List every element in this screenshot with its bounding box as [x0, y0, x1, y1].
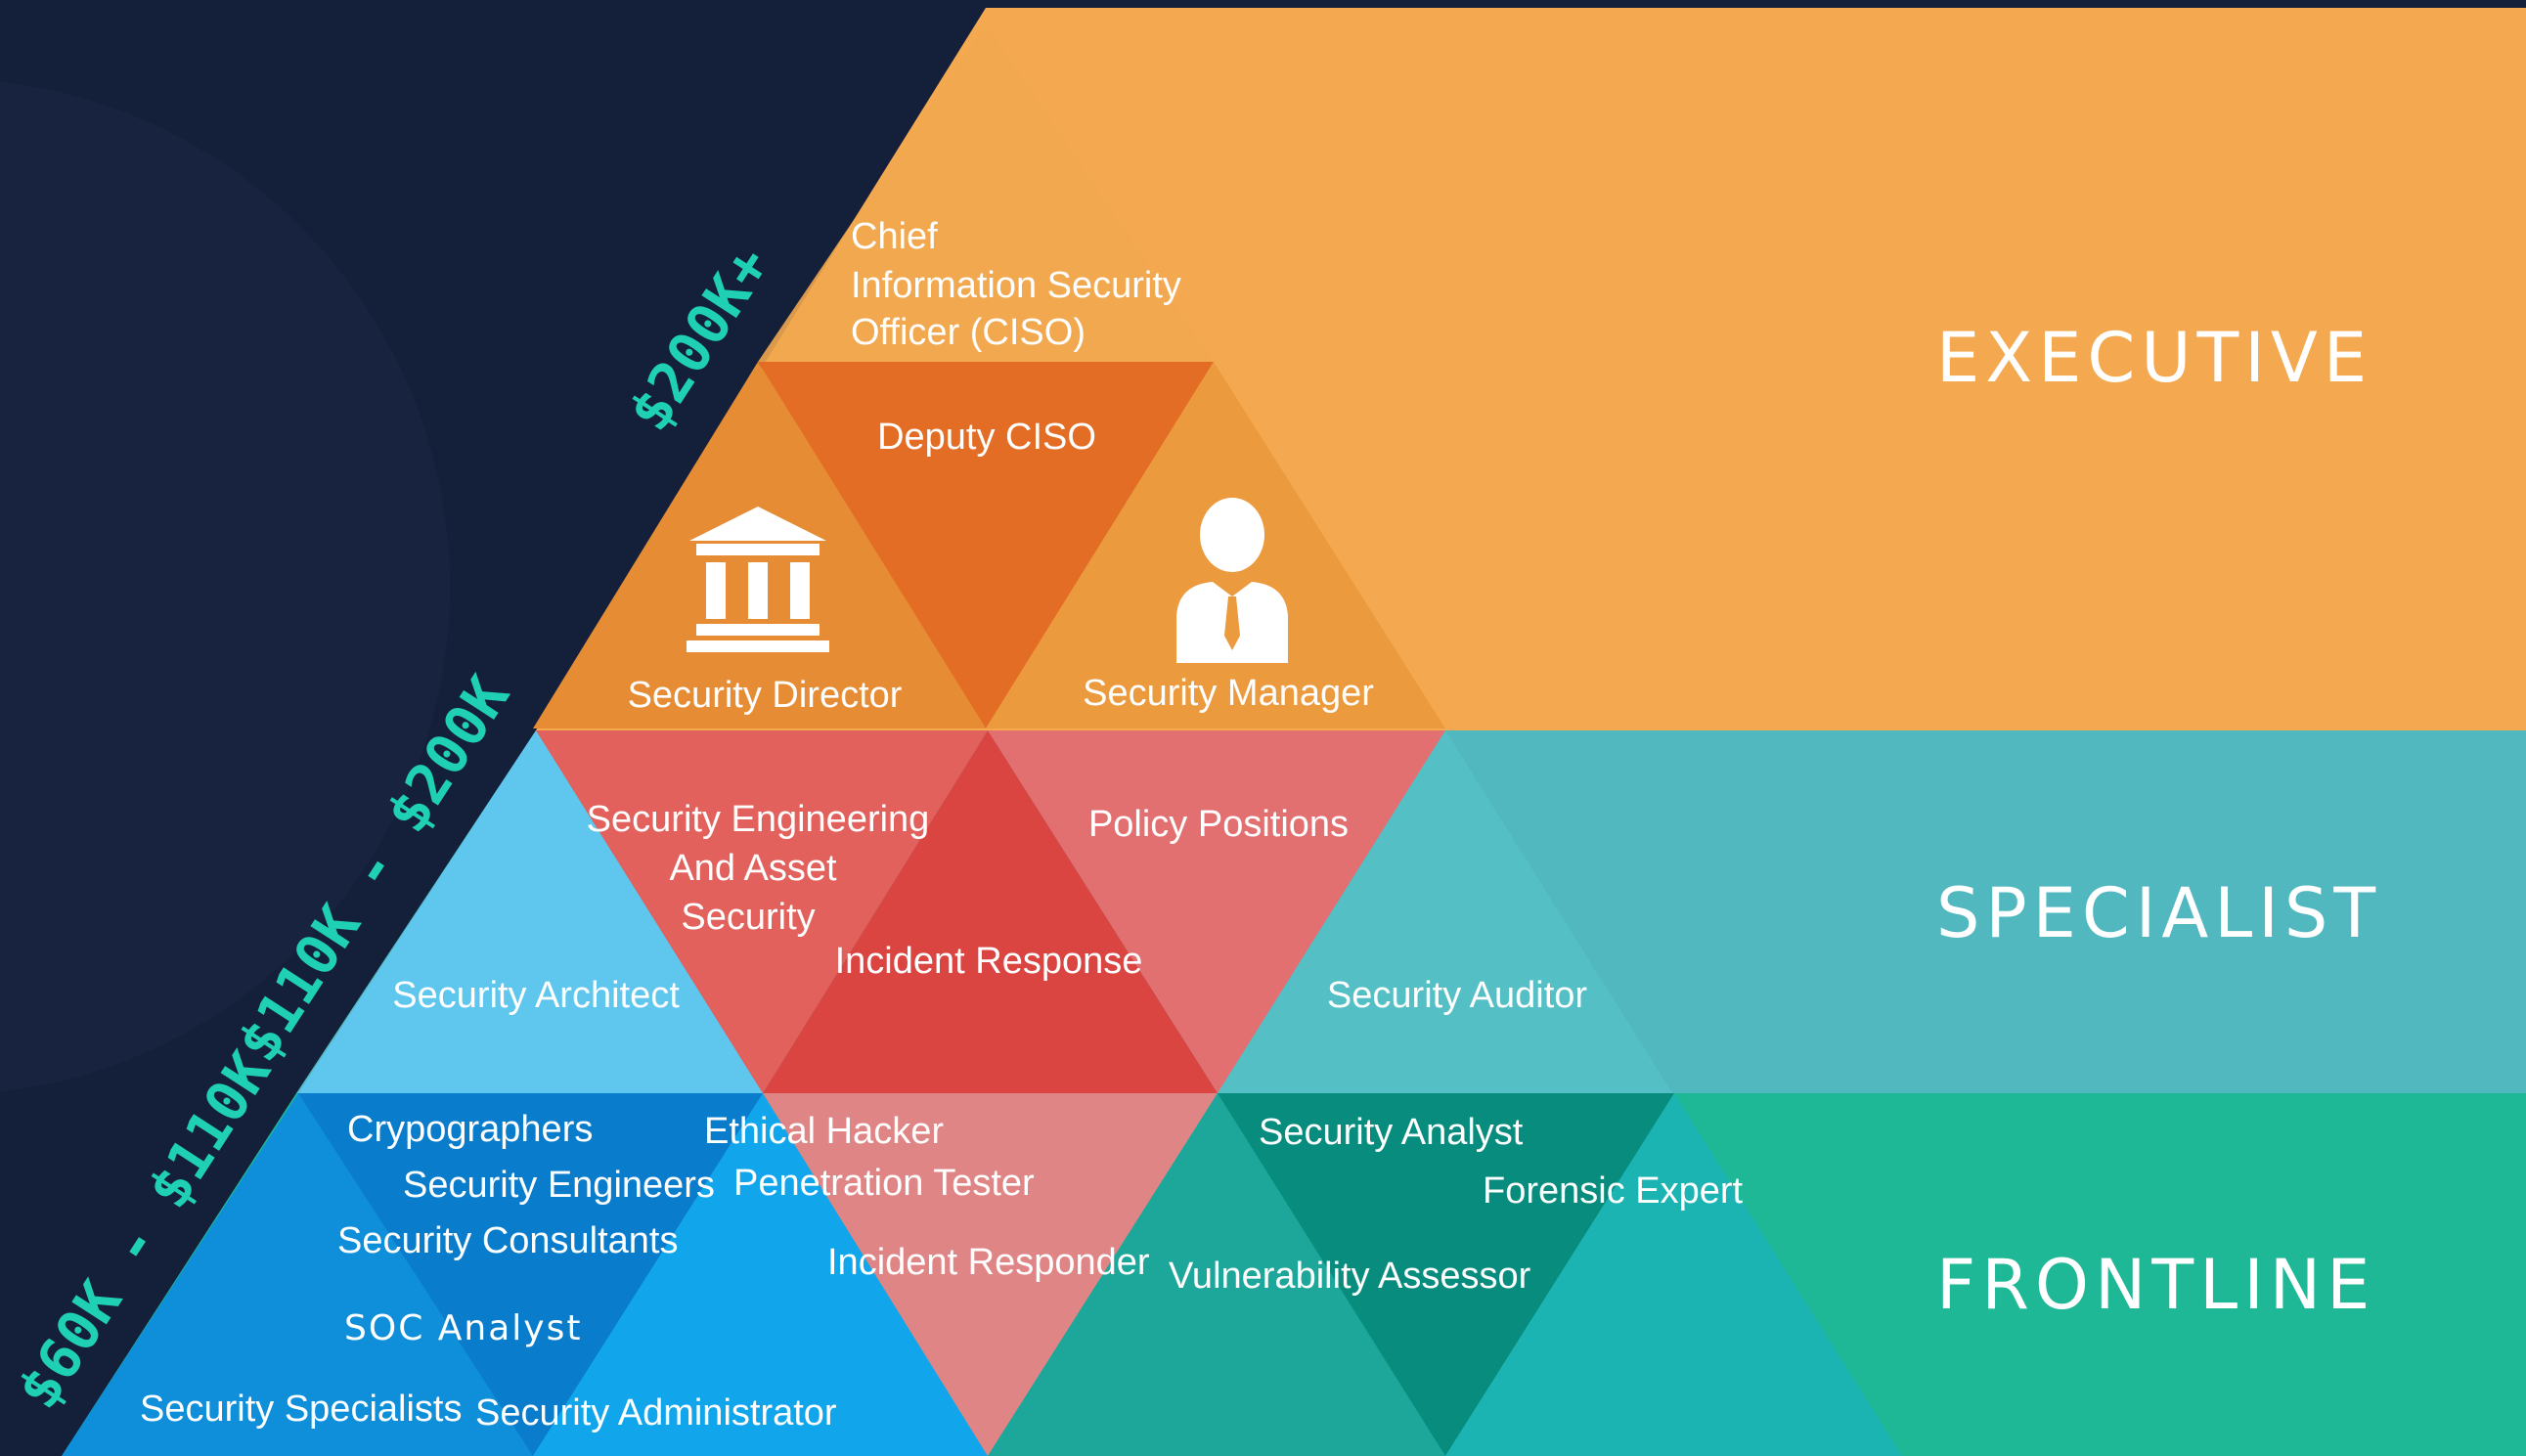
security-analyst-triangle: [1218, 1093, 1674, 1456]
role-policy-positions: Policy Positions: [1088, 804, 1349, 845]
role-security-analyst: Security Analyst: [1259, 1112, 1524, 1153]
person-icon: [1176, 498, 1288, 663]
ciso-triangle: [758, 24, 1214, 362]
role-ethical-hacker: Ethical Hacker: [704, 1111, 944, 1152]
role-ciso-line3: Officer (CISO): [851, 312, 1086, 353]
deputy-ciso-triangle: [758, 362, 1214, 728]
role-forensic-expert: Forensic Expert: [1483, 1170, 1744, 1212]
role-ciso-line2: Information Security: [851, 265, 1181, 306]
role-security-engineering-line3: Security: [681, 897, 815, 938]
tier-specialist-label: SPECIALIST: [1936, 873, 2381, 953]
role-cryptographers: Crypographers: [347, 1109, 593, 1150]
security-administrator-triangle: [533, 1093, 988, 1456]
role-ciso-line1: Chief: [851, 216, 938, 257]
security-auditor-triangle: [1218, 730, 1672, 1093]
role-security-specialists: Security Specialists: [140, 1389, 462, 1430]
security-architect-triangle: [298, 730, 763, 1093]
ethical-hacker-triangle: [763, 1093, 1218, 1456]
role-soc-analyst: SOC Analyst: [344, 1308, 582, 1348]
background-glow: [0, 81, 450, 1092]
role-deputy-ciso: Deputy CISO: [877, 417, 1096, 458]
security-engineering-triangle: [536, 730, 988, 1093]
role-incident-responder: Incident Responder: [827, 1242, 1150, 1283]
forensic-expert-triangle: [1445, 1093, 1902, 1456]
role-security-director: Security Director: [628, 675, 903, 716]
role-security-architect: Security Architect: [392, 975, 680, 1016]
role-incident-response: Incident Response: [835, 941, 1143, 982]
role-penetration-tester: Penetration Tester: [733, 1163, 1035, 1204]
incident-response-triangle: [763, 730, 1218, 1093]
tier-frontline-label: FRONTLINE: [1936, 1245, 2375, 1325]
building-icon: [687, 507, 829, 652]
role-security-manager: Security Manager: [1083, 673, 1374, 714]
role-security-engineering-line2: And Asset: [669, 848, 837, 889]
role-security-engineers: Security Engineers: [403, 1165, 715, 1206]
role-security-consultants: Security Consultants: [337, 1220, 679, 1261]
tier-executive-label: EXECUTIVE: [1936, 318, 2372, 398]
policy-positions-triangle: [988, 730, 1445, 1093]
role-vulnerability-assessor: Vulnerability Assessor: [1169, 1256, 1531, 1297]
cryptographers-triangle: [298, 1093, 763, 1456]
role-security-auditor: Security Auditor: [1327, 975, 1587, 1016]
role-security-engineering-line1: Security Engineering: [587, 799, 930, 840]
vulnerability-assessor-triangle: [988, 1093, 1445, 1456]
role-security-administrator: Security Administrator: [475, 1392, 837, 1434]
